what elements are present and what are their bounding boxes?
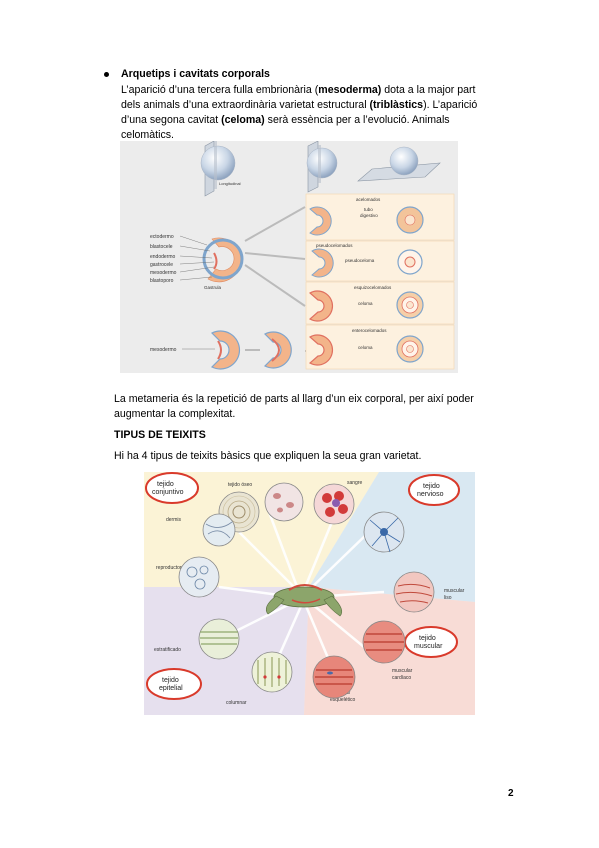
- sangre-label: sangre: [347, 480, 363, 486]
- enterocelomados-panel: enterocelomados celoma: [305, 324, 455, 370]
- page-number: 2: [508, 788, 514, 799]
- longitudinal-section-sphere: Longitudinal: [200, 141, 241, 197]
- esquizocelomados-label: esquizocelomados: [354, 285, 392, 290]
- frog-illustration: [265, 584, 343, 617]
- tejido-cartilago-circle: [264, 482, 304, 522]
- muscular-cardiaco-label: cardíaco: [392, 675, 411, 681]
- gastrula-label: gastrocele: [150, 262, 173, 268]
- body-cavities-figure: Longitudinal ectodermo blastocele endode…: [120, 141, 458, 373]
- gastrula-diagram: ectodermo blastocele endodermo gastrocel…: [150, 234, 244, 290]
- muscular-esqueletico-label: esquelético: [330, 697, 356, 703]
- bullet-dot: [104, 72, 109, 77]
- tubo-label: tubo: [364, 207, 373, 212]
- tejido-oseo-label: tejido óseo: [228, 482, 252, 488]
- tejido-nervioso-circle: [363, 511, 405, 553]
- svg-text:conjuntivo: conjuntivo: [152, 489, 184, 496]
- gastrula-label: mesodermo: [150, 270, 177, 276]
- tissues-heading: TIPUS DE TEIXITS: [114, 429, 206, 441]
- svg-text:tejido: tejido: [423, 483, 440, 490]
- reproductor-label: reproductor: [156, 565, 182, 571]
- tissue-types-figure: tejido conjuntivo tejido nervioso tejido…: [144, 472, 475, 715]
- muscular-esqueletico-circle: [312, 655, 356, 699]
- estratificado-circle: [198, 618, 240, 660]
- paragraph-line: L’aparició d’una tercera fulla embrionàr…: [121, 84, 476, 96]
- pseudoceloma-label: pseudoceloma: [345, 258, 375, 263]
- svg-text:muscular: muscular: [414, 643, 443, 650]
- mesodermo-label: mesodermo: [150, 347, 177, 353]
- tejido-conjuntivo-label: tejido conjuntivo: [145, 472, 199, 504]
- dermis-label: dermis: [166, 517, 182, 523]
- tissues-intro: Hi ha 4 tipus de teixits bàsics que expl…: [114, 450, 422, 462]
- gastrula-label: ectodermo: [150, 234, 174, 240]
- muscular-liso-circle: [393, 571, 435, 613]
- tejido-epitelial-label: tejido epitelial: [146, 668, 202, 700]
- gastrula-label: blastoporo: [150, 278, 174, 284]
- reproductor-circle: [178, 556, 220, 598]
- pseudocelomados-panel: pseudocelomados pseudoceloma: [305, 240, 455, 282]
- metameria-line: augmentar la complexitat.: [114, 408, 236, 420]
- paragraph-line: celomàtics.: [121, 129, 174, 141]
- longitudinal-label: Longitudinal: [219, 181, 241, 186]
- section-heading: Arquetips i cavitats corporals: [121, 68, 270, 80]
- muscular-liso-label: liso: [444, 595, 452, 601]
- svg-text:tejido: tejido: [157, 481, 174, 488]
- svg-text:tejido: tejido: [419, 635, 436, 642]
- transverse-section-sphere: [306, 141, 338, 193]
- acelomados-label: acelomados: [356, 197, 381, 202]
- pseudocelomados-label: pseudocelomados: [316, 243, 353, 248]
- tejido-nervioso-label: tejido nervioso: [408, 474, 460, 506]
- mesoderm-sequence: mesodermo: [150, 330, 292, 370]
- paragraph-line: dels animals d’una extraordinària variet…: [121, 99, 478, 111]
- estratificado-label: estratificado: [154, 647, 181, 653]
- muscular-cardiaco-circle: [362, 620, 406, 664]
- columnar-circle: [251, 651, 293, 693]
- svg-text:nervioso: nervioso: [417, 491, 444, 498]
- paragraph-line: d’una segona cavitat (celoma) serà essèn…: [121, 114, 450, 126]
- digestivo-label: digestivo: [360, 213, 378, 218]
- celoma-label: celoma: [358, 301, 373, 306]
- metameria-line: La metameria és la repetició de parts al…: [114, 393, 474, 405]
- esquizocelomados-panel: esquizocelomados celoma: [305, 281, 455, 325]
- columnar-label: columnar: [226, 700, 247, 706]
- gastrula-label: endodermo: [150, 254, 176, 260]
- gastrula-label: blastocele: [150, 244, 173, 250]
- muscular-liso-label: muscular: [444, 588, 465, 594]
- acelomados-panel: acelomados tubo digestivo: [305, 193, 455, 241]
- muscular-cardiaco-label: muscular: [392, 668, 413, 674]
- gastrula-caption: Gastrula: [204, 285, 222, 290]
- enterocelomados-label: enterocelomados: [352, 328, 387, 333]
- celoma-label: celoma: [358, 345, 373, 350]
- sangre-circle: [313, 483, 355, 525]
- dermis-circle: [202, 513, 236, 547]
- svg-text:epitelial: epitelial: [159, 685, 183, 692]
- tejido-muscular-label: tejido muscular: [404, 626, 458, 658]
- svg-text:tejido: tejido: [162, 677, 179, 684]
- horizontal-section-sphere: [357, 146, 441, 182]
